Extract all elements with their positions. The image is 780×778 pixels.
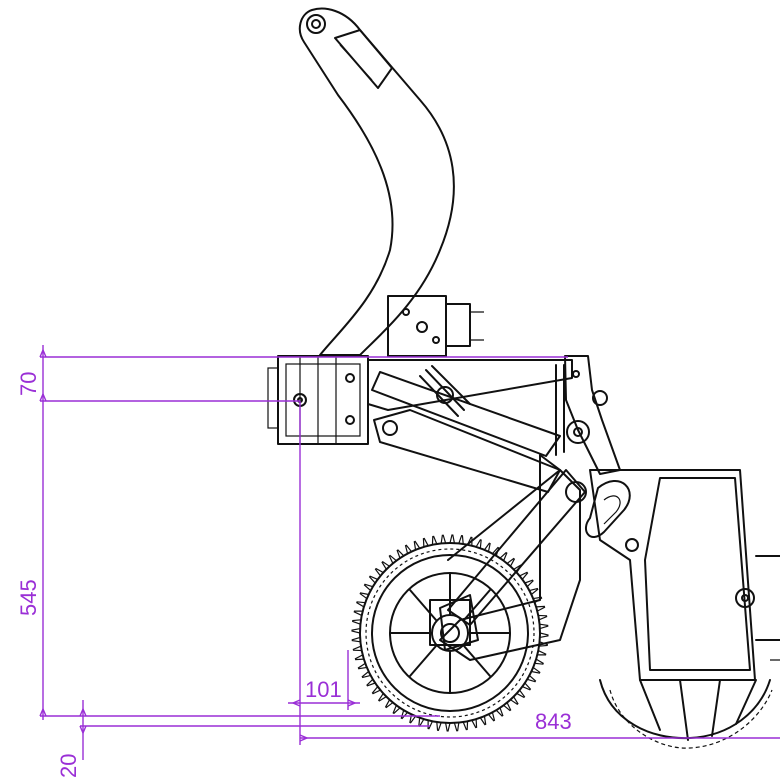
wheel-tooth xyxy=(396,549,405,559)
wheel-tooth xyxy=(381,560,390,570)
gearbox-block xyxy=(387,295,484,357)
wheel-tooth xyxy=(361,671,371,679)
wheel-tooth xyxy=(516,689,526,699)
wheel-tooth xyxy=(356,601,366,608)
wheel-tooth xyxy=(510,696,519,706)
wheel-tooth xyxy=(471,719,478,729)
lower-arm xyxy=(373,409,561,493)
wheel-tooth xyxy=(354,654,364,661)
curved-mast xyxy=(298,7,455,356)
seeder-unit-drawing xyxy=(267,7,780,749)
wheel-tooth xyxy=(366,678,376,687)
wheel-tooth xyxy=(351,636,361,643)
wheel-tooth xyxy=(409,714,417,724)
dim-hitch-offset: 101 xyxy=(305,677,342,702)
wheel-tooth xyxy=(539,623,549,630)
rear-bracket xyxy=(564,355,621,475)
wheel-tooth xyxy=(453,722,460,732)
dim-ground-offset: 20 xyxy=(56,754,81,778)
dimension-lines xyxy=(39,345,780,760)
wheel-tooth xyxy=(534,658,544,665)
wheel-tooth xyxy=(359,592,369,600)
wheel-tooth xyxy=(467,536,473,546)
wheel-tooth xyxy=(440,534,447,544)
dimension-labels: 70 545 20 101 843 xyxy=(16,372,572,778)
wheel-tooth xyxy=(462,721,469,731)
wheel-tooth xyxy=(499,551,508,561)
wheel-tooth xyxy=(351,627,361,634)
upper-arm xyxy=(367,359,573,457)
wheel-tooth xyxy=(491,546,500,556)
wheel-tooth xyxy=(353,610,363,616)
wheel-tooth xyxy=(503,702,512,712)
wheel-tooth xyxy=(431,535,438,545)
wheel-tooth xyxy=(495,707,504,717)
wheel-tooth xyxy=(524,579,534,588)
wheel-tooth xyxy=(436,721,442,731)
chain-lines xyxy=(555,364,565,456)
wheel-tooth xyxy=(352,619,362,625)
wheel-tooth xyxy=(422,537,429,547)
wheel-tooth xyxy=(388,554,397,564)
wheel-tooth xyxy=(458,535,464,545)
wheel-tooth xyxy=(352,645,362,652)
wheel-tooth xyxy=(527,674,537,683)
wheel-tooth xyxy=(513,564,523,573)
wheel-tooth xyxy=(519,571,529,580)
depth-wheel xyxy=(359,542,541,724)
wheel-tooth xyxy=(536,605,546,612)
wheel-tooth xyxy=(404,544,412,554)
wheel-tooth xyxy=(479,716,487,726)
wheel-tooth xyxy=(531,666,541,674)
wheel-tooth xyxy=(363,583,373,592)
wheel-tooth xyxy=(537,650,547,656)
wheel-tooth xyxy=(444,722,451,732)
parallel-linkage xyxy=(267,355,369,445)
wheel-tooth xyxy=(506,557,516,567)
wheel-tooth xyxy=(357,662,367,670)
wheel-tooth xyxy=(475,539,482,549)
wheel-tooth xyxy=(529,587,539,595)
wheel-tooth xyxy=(538,614,548,621)
wheel-tooth xyxy=(377,693,387,702)
wheel-tooth xyxy=(539,632,549,639)
wheel-tooth xyxy=(427,720,433,730)
wheel-tooth xyxy=(368,575,378,584)
wheel-tooth xyxy=(392,705,401,715)
depth-wheel-teeth xyxy=(351,534,549,732)
wheel-tooth xyxy=(413,540,421,550)
dim-overall-length: 843 xyxy=(535,709,572,734)
wheel-tooth xyxy=(483,542,491,552)
wheel-tooth xyxy=(374,567,384,577)
wheel-tooth xyxy=(538,641,548,647)
dim-height: 545 xyxy=(16,579,41,616)
wheel-tooth xyxy=(371,686,381,695)
wheel-tooth xyxy=(384,699,394,709)
wheel-tooth xyxy=(533,596,543,604)
wheel-tooth xyxy=(522,682,532,691)
dim-top-offset: 70 xyxy=(16,372,41,396)
wheel-tooth xyxy=(488,712,496,722)
wheel-tooth xyxy=(449,534,456,544)
